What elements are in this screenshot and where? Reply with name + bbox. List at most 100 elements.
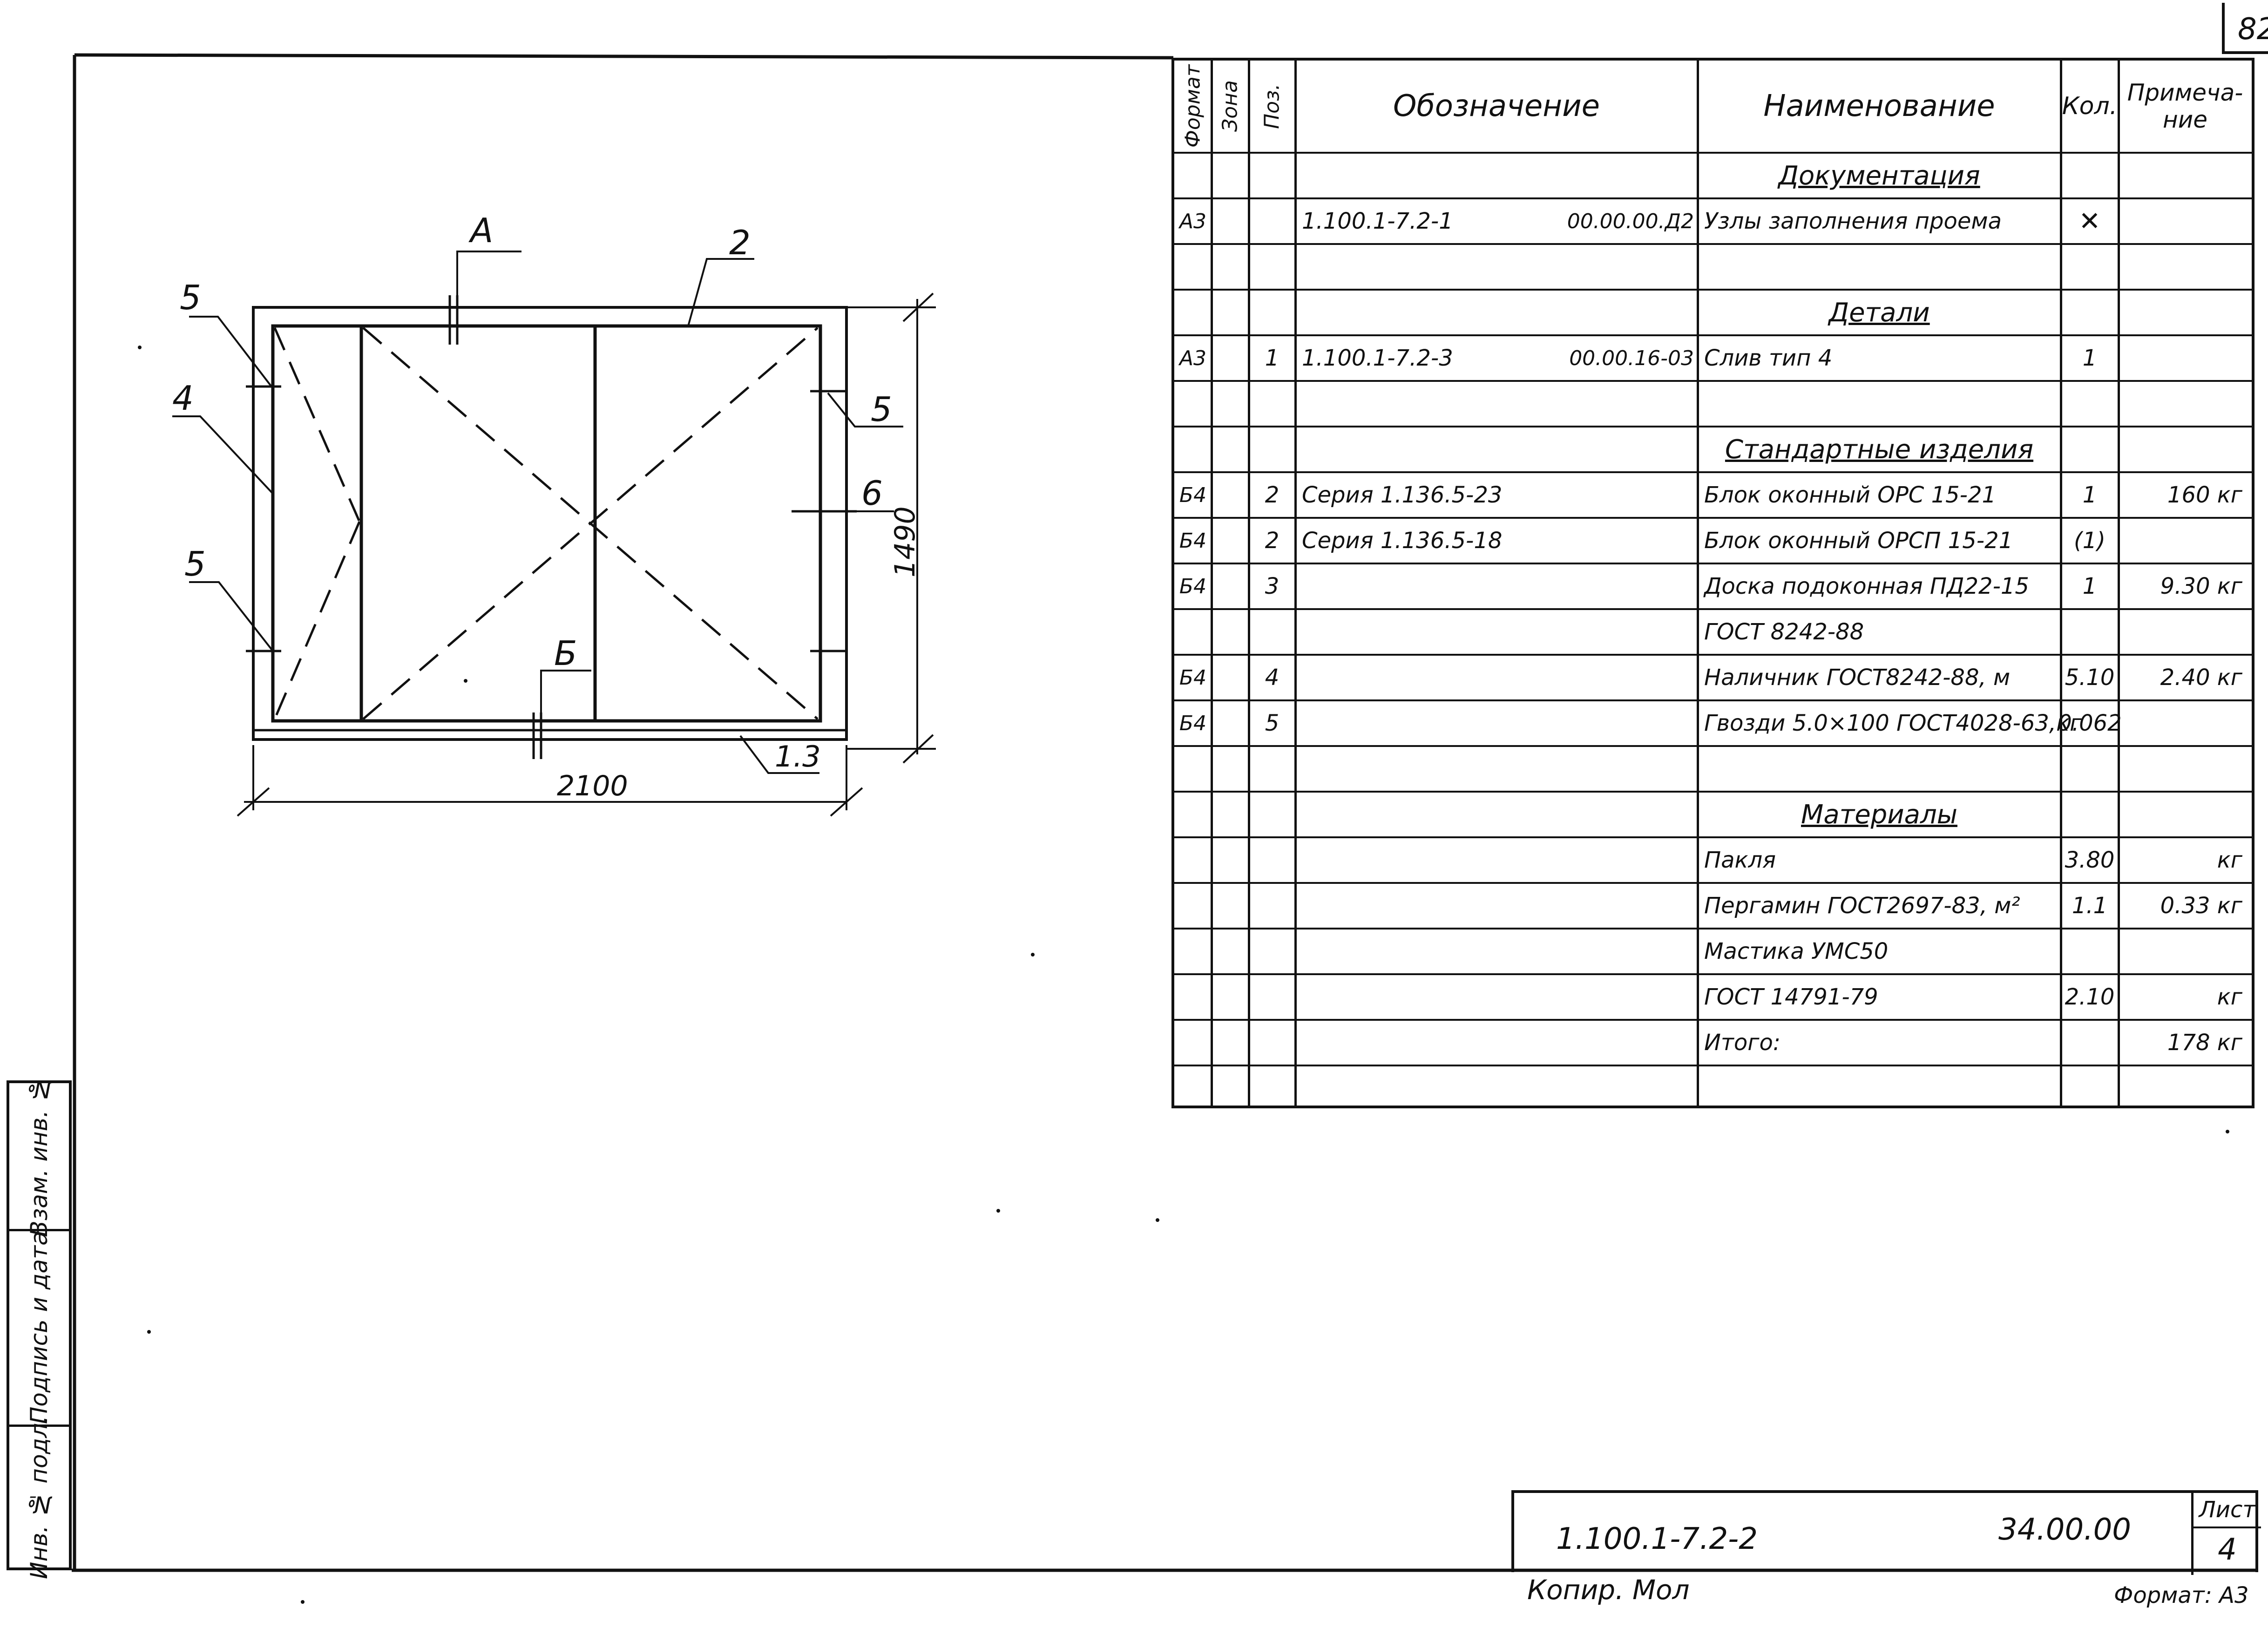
row-pos <box>1249 199 1295 243</box>
label-four: 4 <box>172 379 194 418</box>
row-note <box>2119 1066 2252 1110</box>
col-line-1 <box>1211 61 1213 1106</box>
row-note: 0.33 кг <box>2160 893 2242 919</box>
label-two: 2 <box>729 223 751 262</box>
row-pos <box>1249 291 1295 334</box>
row-qty <box>2061 747 2119 791</box>
row-pos <box>1249 610 1295 654</box>
row-pos <box>1249 154 1295 197</box>
window-frame <box>271 324 822 723</box>
row-format <box>1174 1066 1212 1110</box>
row-qty: 1 <box>2082 482 2097 508</box>
row-format <box>1174 610 1212 654</box>
row-designation-code <box>1556 291 1698 334</box>
header-format: Формат <box>1181 64 1205 148</box>
sheet-frame <box>72 53 2258 1572</box>
binding-strip: Взам. инв. № Подпись и дата Инв. № подл. <box>7 1076 72 1579</box>
row-designation-code <box>1556 656 1698 699</box>
row-designation <box>1295 929 1556 973</box>
row-name: Слив тип 4 <box>1704 345 1833 371</box>
row-name: Наличник ГОСТ8242-88, м <box>1704 665 2011 691</box>
strip-label-signature: Подпись и дата <box>26 1231 53 1425</box>
spec-row: Документация <box>1174 152 2252 197</box>
row-qty <box>2061 382 2119 426</box>
col-line-2 <box>1248 61 1250 1106</box>
row-qty <box>2061 610 2119 654</box>
label-b: Б <box>554 634 577 673</box>
strip-cell-replace: Взам. инв. № <box>9 1076 69 1236</box>
row-qty <box>2061 154 2119 197</box>
row-note <box>2119 154 2252 197</box>
row-note <box>2119 291 2252 334</box>
row-designation-code <box>1556 747 1698 791</box>
row-qty: 2.10 <box>2065 984 2115 1010</box>
row-qty: 3.80 <box>2065 847 2115 873</box>
row-name: Пакля <box>1704 847 1776 873</box>
header-note: Примеча- ние <box>2119 61 2252 152</box>
row-pos <box>1249 382 1295 426</box>
row-designation <box>1295 154 1556 197</box>
header-designation: Обозначение <box>1393 89 1600 123</box>
row-designation <box>1295 701 1556 745</box>
row-note <box>2119 199 2252 243</box>
row-designation-code <box>1556 838 1698 882</box>
row-pos: 2 <box>1265 482 1280 508</box>
spec-row <box>1174 243 2252 289</box>
row-name: Детали <box>1828 297 1930 328</box>
row-qty <box>2061 245 2119 289</box>
row-designation <box>1295 382 1556 426</box>
row-qty: (1) <box>2074 528 2106 554</box>
row-designation-code <box>1556 427 1698 471</box>
row-pos <box>1249 427 1295 471</box>
row-designation: 1.100.1-7.2-1 <box>1302 208 1453 234</box>
row-name: Документация <box>1778 160 1980 191</box>
row-qty <box>2061 793 2119 836</box>
specification-table: Формат Зона Поз. Обозначение Наименовани… <box>1171 58 2254 1108</box>
row-format: А3 <box>1179 346 1207 370</box>
row-format <box>1174 154 1212 197</box>
row-designation-code <box>1556 610 1698 654</box>
row-designation-code <box>1556 473 1698 517</box>
copied-by: Копир. Мол <box>1527 1574 1690 1606</box>
row-pos: 1 <box>1265 345 1280 371</box>
row-note <box>2119 519 2252 563</box>
document-number: 34.00.00 <box>1998 1513 2131 1547</box>
row-qty <box>2061 1066 2119 1110</box>
row-pos <box>1249 1066 1295 1110</box>
leader-labels: А 2 5 4 5 5 6 Б 1.3 2100 1490 <box>172 211 921 802</box>
row-designation-code: 00.00.00.Д2 <box>1567 209 1694 233</box>
row-name <box>1698 747 2061 791</box>
row-pos <box>1249 747 1295 791</box>
row-pos <box>1249 929 1295 973</box>
strip-label-replace: Взам. инв. № <box>26 1075 53 1237</box>
row-format: Б4 <box>1179 529 1207 553</box>
row-qty <box>2061 1021 2119 1065</box>
row-format: Б4 <box>1179 574 1207 598</box>
row-format <box>1174 747 1212 791</box>
header-pos: Поз. <box>1260 83 1284 129</box>
row-format: А3 <box>1179 209 1207 233</box>
row-format: Б4 <box>1179 483 1207 507</box>
col-line-4 <box>1697 61 1699 1106</box>
row-note <box>2119 336 2252 380</box>
row-note: 160 кг <box>2167 482 2242 508</box>
spec-row: Мастика УМС50 <box>1174 928 2252 973</box>
row-designation <box>1295 793 1556 836</box>
row-designation-code <box>1556 701 1698 745</box>
row-designation <box>1295 427 1556 471</box>
row-name: ГОСТ 8242-88 <box>1704 619 1864 645</box>
row-qty: ✕ <box>2078 206 2101 237</box>
row-note: 9.30 кг <box>2160 573 2242 599</box>
row-designation <box>1295 1021 1556 1065</box>
row-pos <box>1249 975 1295 1019</box>
row-name: Пергамин ГОСТ2697-83, м² <box>1704 893 2020 919</box>
row-designation-code <box>1556 884 1698 928</box>
row-format <box>1174 838 1212 882</box>
row-format <box>1174 793 1212 836</box>
row-note: 2.40 кг <box>2160 665 2242 691</box>
row-designation-code <box>1556 154 1698 197</box>
row-name: Гвозди 5.0×100 ГОСТ4028-63,кг <box>1704 710 2082 736</box>
row-name <box>1698 245 2061 289</box>
